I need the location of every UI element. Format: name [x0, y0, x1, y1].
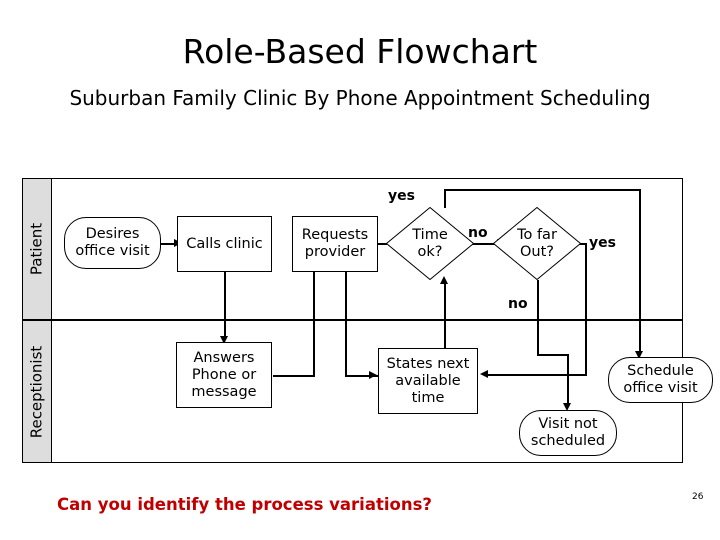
- edge-timeok-yes-v2: [639, 189, 641, 354]
- lane-body-patient: [52, 178, 683, 320]
- edge-timeok-yes-arrow: [635, 351, 643, 359]
- node-desires-line1: Desires: [85, 226, 140, 242]
- edge-calls-to-answers-line: [224, 272, 226, 338]
- branch-label-timeok-yes: yes: [388, 188, 415, 204]
- edge-requests-to-states-h: [345, 375, 378, 377]
- node-desires-line2: office visit: [75, 243, 150, 259]
- node-time-ok-decision[interactable]: Time ok?: [386, 207, 474, 280]
- node-schedule-office-visit[interactable]: Schedule office visit: [608, 357, 713, 403]
- node-desires-office-visit[interactable]: Desires office visit: [64, 217, 161, 269]
- node-too-far-out-line2: Out?: [520, 243, 554, 260]
- diamond-shape-icon: [493, 207, 581, 280]
- page-title: Role-Based Flowchart: [182, 32, 538, 71]
- footer-question: Can you identify the process variations?: [57, 495, 432, 514]
- edge-visitnot-arrow: [563, 403, 571, 411]
- node-schedule-line2: office visit: [623, 380, 698, 396]
- node-answers-line1: Answers: [193, 349, 255, 366]
- edge-visitnot-v: [567, 354, 569, 406]
- edge-requests-to-timeok-line: [377, 243, 387, 245]
- lane-label-patient: Patient: [27, 222, 46, 276]
- node-schedule-line1: Schedule: [627, 363, 694, 379]
- edge-toofar-no-v1: [537, 280, 539, 355]
- node-visitnot-line2: scheduled: [530, 433, 606, 449]
- lane-label-receptionist: Receptionist: [27, 345, 46, 438]
- edge-requests-to-states-arrow: [369, 371, 377, 379]
- edge-states-to-timeok-arrow: [440, 276, 448, 284]
- branch-label-timeok-no: no: [468, 225, 488, 241]
- node-answers-line3: message: [191, 383, 257, 400]
- node-calls-line1: Calls clinic: [186, 235, 263, 252]
- edge-timeok-yes-v1: [444, 190, 446, 208]
- page-number: 26: [692, 492, 704, 502]
- edge-timeok-no-h: [472, 243, 502, 245]
- edge-desires-to-calls-line: [160, 243, 176, 245]
- node-states-line1: States next: [386, 355, 470, 372]
- node-states-next-available-time[interactable]: States next available time: [378, 348, 478, 414]
- node-states-line3: time: [411, 389, 445, 406]
- node-answers-line2: Phone or: [191, 366, 257, 383]
- node-visitnot-line1: Visit not: [538, 416, 598, 432]
- branch-label-toofar-yes: yes: [589, 235, 616, 251]
- lane-header-patient: Patient: [22, 178, 52, 320]
- edge-toofar-yes-arrow: [480, 370, 488, 378]
- edge-timeok-yes-h: [444, 189, 641, 191]
- diamond-shape-icon: [386, 207, 474, 280]
- edge-visitnot-h: [537, 354, 569, 356]
- node-answers-phone-or-message[interactable]: Answers Phone or message: [176, 342, 272, 408]
- page-subtitle: Suburban Family Clinic By Phone Appointm…: [69, 86, 651, 110]
- node-requests-line2: provider: [304, 244, 366, 260]
- edge-requests-to-states-v: [345, 272, 347, 376]
- node-requests-line1: Requests: [301, 227, 369, 243]
- node-calls-clinic[interactable]: Calls clinic: [177, 216, 272, 272]
- edge-states-to-timeok-v: [444, 282, 446, 348]
- edge-calls-to-answers-arrow: [220, 336, 228, 344]
- node-states-line2: available: [395, 372, 461, 389]
- lane-header-receptionist: Receptionist: [22, 320, 52, 463]
- node-requests-provider[interactable]: Requests provider: [292, 216, 378, 272]
- node-time-ok-line1: Time: [412, 226, 448, 243]
- edge-toofar-yes-h2: [487, 374, 587, 376]
- edge-answers-to-requests-v: [313, 244, 315, 377]
- node-too-far-out-line1: To far: [517, 226, 557, 243]
- node-too-far-out-decision[interactable]: To far Out?: [493, 207, 581, 280]
- edge-toofar-yes-v: [585, 243, 587, 375]
- node-time-ok-line2: ok?: [417, 243, 443, 260]
- branch-label-toofar-no: no: [508, 296, 528, 312]
- node-visit-not-scheduled[interactable]: Visit not scheduled: [519, 410, 617, 456]
- edge-answers-to-requests-h1: [273, 375, 315, 377]
